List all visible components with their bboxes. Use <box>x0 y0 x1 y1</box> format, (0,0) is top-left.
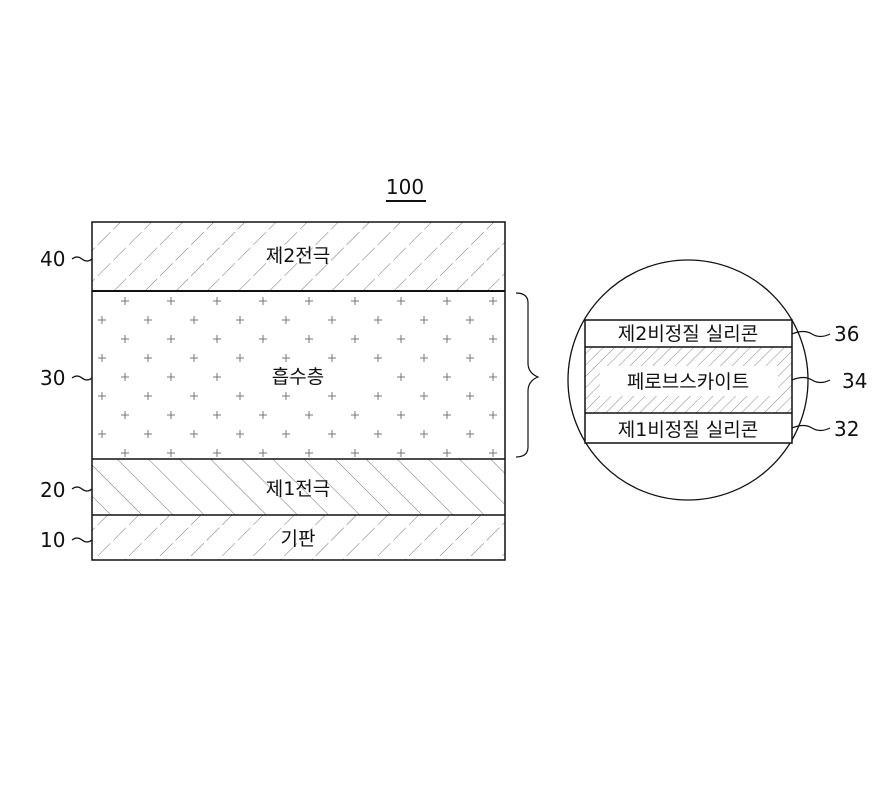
ref-32: 32 <box>834 417 859 441</box>
detail-layer-36 <box>585 320 792 347</box>
layer-label-30: 흡수층 <box>272 366 324 388</box>
layer-label-40: 제2전극 <box>266 245 331 267</box>
layer-20-first-electrode <box>92 459 505 515</box>
ref-20: 20 <box>40 478 65 502</box>
detail-label-34: 페로브스카이트 <box>627 371 749 393</box>
ref-30: 30 <box>40 366 65 390</box>
layer-40-second-electrode <box>92 222 505 291</box>
ref-10: 10 <box>40 528 65 552</box>
detail-view: 제2비정질 실리콘 페로브스카이트 제1비정질 실리콘 36 34 32 <box>567 259 867 501</box>
ref-34: 34 <box>842 369 867 393</box>
brace <box>515 292 540 458</box>
ref-40: 40 <box>40 247 65 271</box>
detail-leader-lines <box>791 330 831 432</box>
leader-lines <box>71 256 93 543</box>
layer-label-10: 기판 <box>281 528 316 550</box>
layer-10-substrate <box>92 515 505 560</box>
figure-reference: 100 <box>386 175 424 199</box>
detail-label-32: 제1비정질 실리콘 <box>618 419 759 441</box>
layer-label-20: 제1전극 <box>266 478 331 500</box>
layer-stack: 제2전극 흡수층 제1전극 기판 40 30 20 10 <box>40 221 506 561</box>
detail-label-36: 제2비정질 실리콘 <box>618 323 759 345</box>
ref-36: 36 <box>834 322 859 346</box>
detail-layer-32 <box>585 413 792 443</box>
